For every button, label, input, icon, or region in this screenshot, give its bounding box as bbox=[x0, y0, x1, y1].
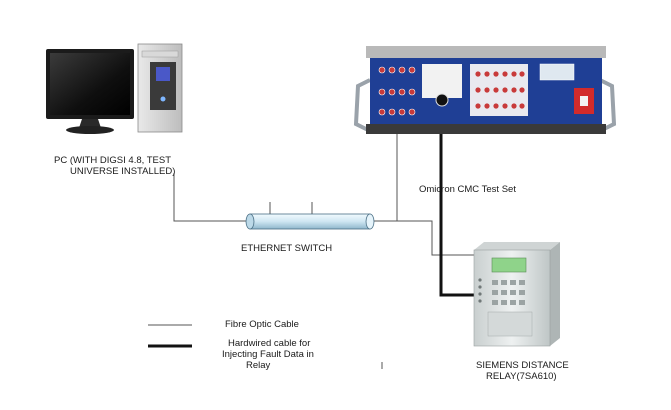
relay-side-face bbox=[550, 242, 560, 346]
pc-icon bbox=[46, 43, 183, 134]
monitor-screen bbox=[50, 53, 130, 115]
socket-group-right bbox=[475, 71, 525, 109]
siemens-relay-icon bbox=[473, 242, 560, 347]
center-white-block bbox=[422, 64, 462, 98]
relay-label-line2: RELAY(7SA610) bbox=[486, 371, 557, 382]
ethernet-switch-icon bbox=[245, 202, 375, 230]
pc-label-line2: UNIVERSE INSTALLED) bbox=[70, 166, 176, 177]
pc-label-line1: PC (WITH DIGSI 4.8, TEST bbox=[54, 155, 172, 166]
power-switch bbox=[580, 96, 588, 106]
hardwired-fault-injection-cable bbox=[439, 103, 484, 297]
switch-label: ETHERNET SWITCH bbox=[241, 243, 333, 254]
fibre-optic-links bbox=[173, 126, 474, 256]
display-window bbox=[539, 63, 575, 81]
case-bottom bbox=[366, 124, 606, 134]
tower-display bbox=[156, 67, 170, 81]
legend-hardwired-label-line1: Hardwired cable for bbox=[228, 338, 311, 349]
switch-body bbox=[249, 213, 371, 230]
omicron-test-set-icon bbox=[353, 46, 617, 134]
relay-leds bbox=[478, 278, 482, 303]
test-set-label: Omicron CMC Test Set bbox=[419, 184, 516, 195]
right-handle bbox=[599, 78, 617, 132]
relay-lcd bbox=[491, 257, 527, 273]
relay-keypad bbox=[492, 280, 525, 305]
legend bbox=[148, 324, 192, 348]
relay-lower-panel bbox=[487, 311, 533, 337]
relay-top-face bbox=[474, 242, 560, 250]
switch-to-test-set-cable bbox=[372, 126, 398, 222]
switch-right-cap bbox=[365, 213, 375, 230]
center-connector bbox=[435, 93, 449, 107]
case-top bbox=[366, 46, 606, 58]
tower-drive-bay bbox=[141, 50, 179, 58]
socket-group-left bbox=[378, 66, 416, 116]
tower-power-light bbox=[160, 96, 166, 102]
legend-hardwired-label-line3: Relay bbox=[246, 360, 271, 371]
switch-to-relay-cable bbox=[397, 220, 474, 256]
monitor-stand bbox=[79, 119, 101, 128]
monitor-base bbox=[66, 126, 114, 134]
switch-left-cap bbox=[245, 213, 255, 230]
legend-hardwired-label-line2: Injecting Fault Data in bbox=[222, 349, 314, 360]
pc-to-switch-cable bbox=[173, 173, 250, 222]
left-handle bbox=[353, 78, 371, 132]
legend-fibre-label: Fibre Optic Cable bbox=[225, 319, 299, 330]
relay-label-line1: SIEMENS DISTANCE bbox=[476, 360, 569, 371]
